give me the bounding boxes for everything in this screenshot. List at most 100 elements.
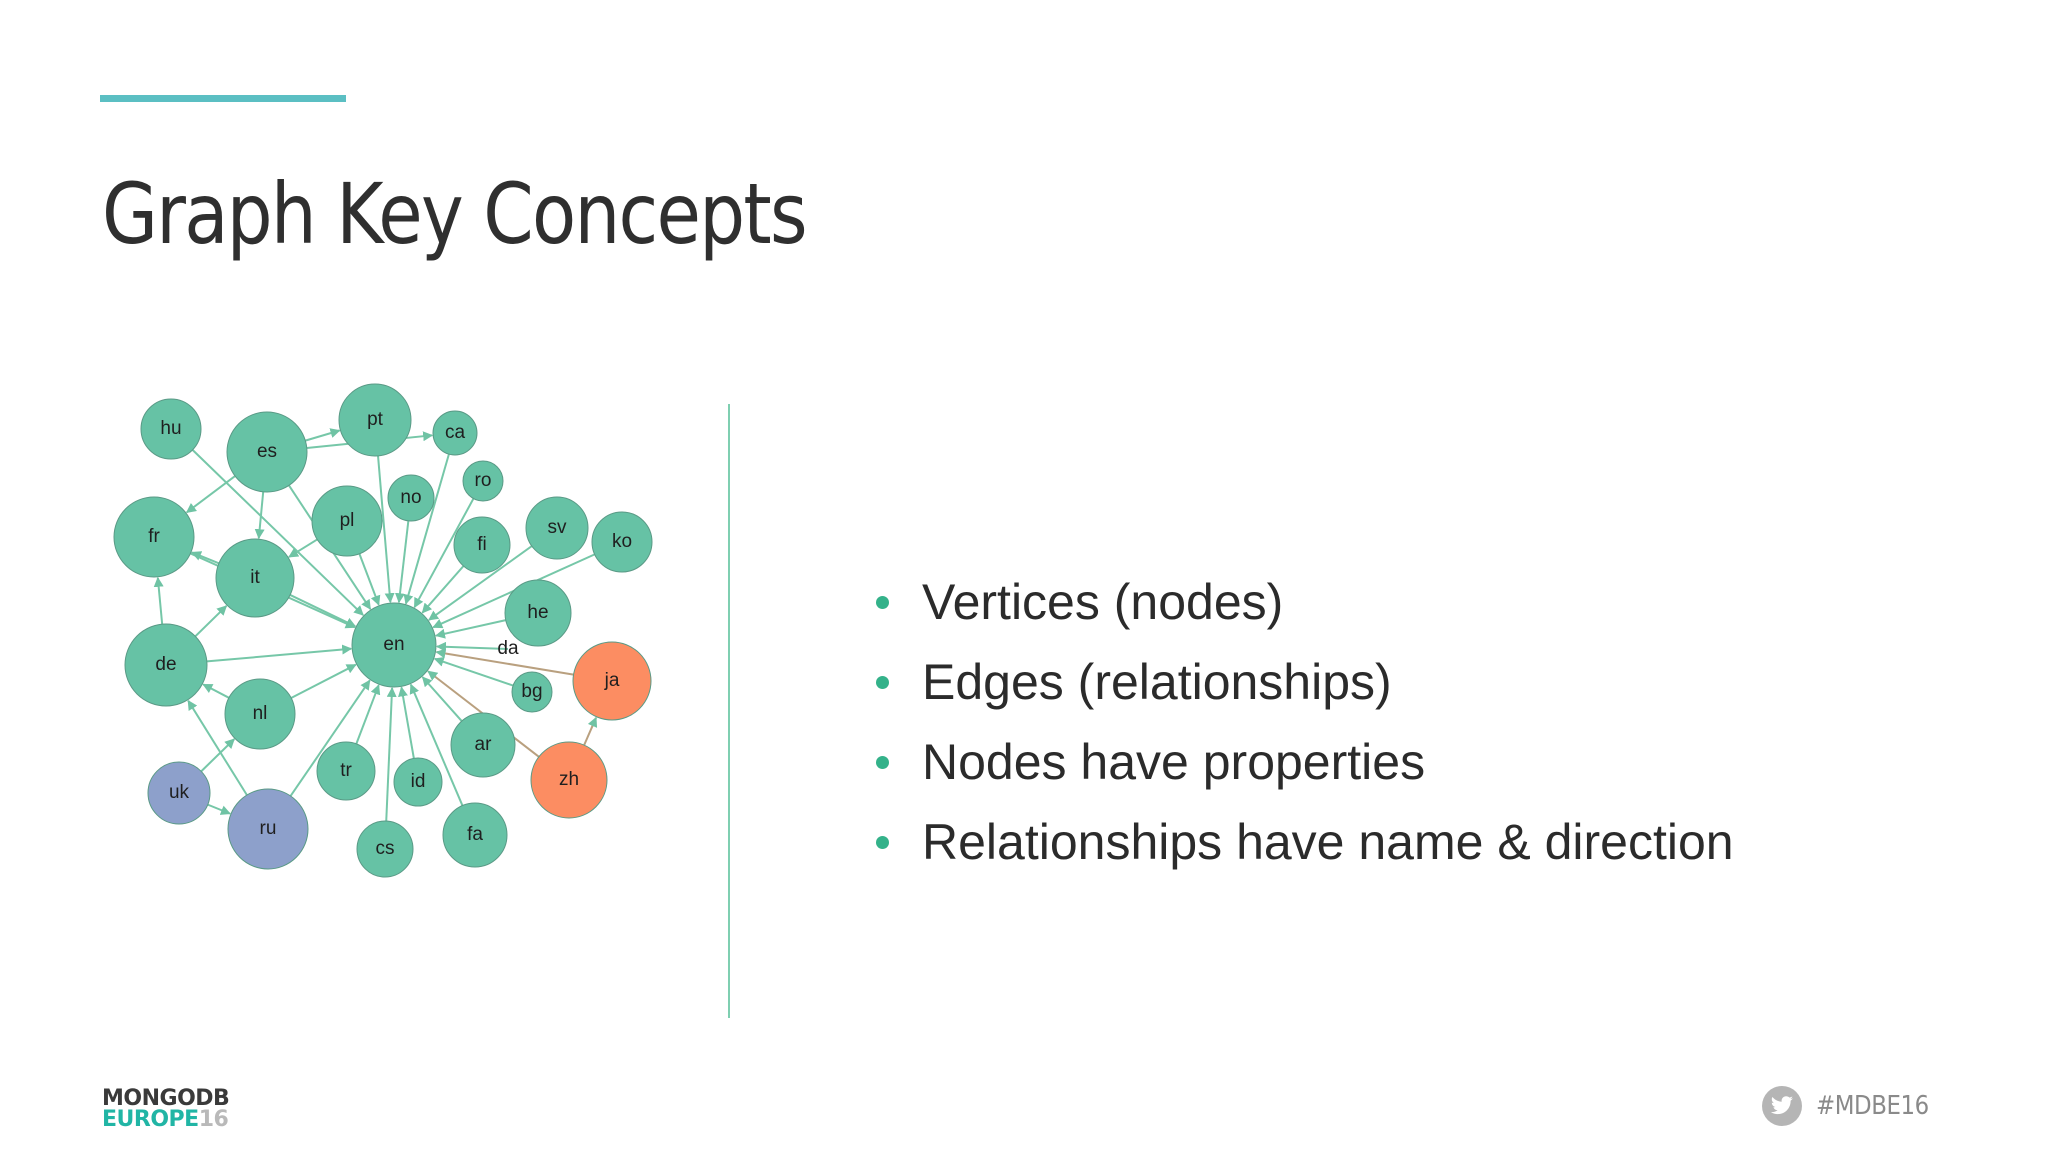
node-circle-es — [226, 411, 308, 493]
node-label-da: da — [497, 638, 519, 659]
node-circle-tr — [316, 741, 376, 801]
node-fi: fi — [453, 516, 511, 574]
edge-es-it — [254, 491, 265, 540]
bullet-item: Relationships have name & direction — [870, 802, 1734, 882]
node-circle-pt — [338, 383, 412, 457]
edge-pt-en — [377, 455, 395, 604]
logo-line-2: EUROPE16 — [102, 1107, 229, 1132]
node-circle-ca — [432, 410, 478, 456]
edge-fa-en — [409, 683, 464, 806]
node-circle-hu — [140, 398, 202, 460]
edge-bg-en — [433, 657, 514, 687]
node-label-no: no — [400, 487, 421, 508]
bullet-item: Edges (relationships) — [870, 642, 1734, 722]
node-circle-no — [387, 474, 435, 522]
bullet-dot-icon — [876, 676, 889, 689]
node-label-es: es — [257, 441, 277, 462]
node-circle-nl — [224, 678, 296, 750]
node-circle-fa — [442, 802, 508, 868]
edge-it-en — [289, 594, 357, 628]
edge-no-en — [395, 520, 410, 604]
edge-he-en — [434, 619, 507, 639]
node-ru: ru — [227, 788, 309, 870]
node-label-fa: fa — [467, 824, 483, 845]
node-id: id — [393, 757, 443, 807]
node-circle-fr — [113, 496, 195, 578]
node-da: da — [497, 638, 519, 659]
node-label-ko: ko — [612, 531, 632, 552]
node-label-de: de — [155, 654, 176, 675]
edge-nl-en — [290, 663, 357, 699]
edge-ar-en — [421, 676, 463, 722]
edge-hu-en — [191, 449, 364, 616]
mongodb-europe-logo: MONGODB EUROPE16 — [102, 1088, 230, 1132]
node-label-ro: ro — [475, 470, 492, 491]
node-fa: fa — [442, 802, 508, 868]
node-uk: uk — [147, 761, 211, 825]
node-label-cs: cs — [376, 838, 395, 859]
graph-edges — [153, 428, 598, 822]
node-en: en — [351, 602, 437, 688]
edge-es-fr — [185, 475, 236, 514]
edge-uk-ru — [207, 803, 231, 815]
node-circle-sv — [525, 496, 589, 560]
edge-ru-de — [187, 699, 248, 796]
title-accent-bar — [100, 95, 346, 102]
node-label-nl: nl — [253, 703, 268, 724]
node-circle-bg — [511, 671, 553, 713]
twitter-bird-icon[interactable] — [1761, 1086, 1802, 1126]
edge-de-fr — [153, 576, 164, 625]
node-ca: ca — [432, 410, 478, 456]
edge-fi-en — [421, 565, 465, 614]
node-label-sv: sv — [548, 517, 568, 538]
edge-cs-en — [385, 686, 397, 822]
node-zh: zh — [530, 741, 608, 819]
node-circle-cs — [356, 820, 414, 878]
edge-tr-en — [355, 684, 381, 745]
edge-de-it — [194, 605, 228, 638]
node-hu: hu — [140, 398, 202, 460]
edge-ja-en — [435, 648, 574, 676]
node-bg: bg — [511, 671, 553, 713]
node-label-pl: pl — [340, 510, 355, 531]
node-label-tr: tr — [340, 760, 352, 781]
node-label-zh: zh — [559, 769, 579, 790]
edge-uk-nl — [200, 738, 235, 773]
edge-da-en — [435, 641, 509, 652]
edge-pl-it — [288, 538, 318, 558]
node-circle-ro — [462, 460, 504, 502]
node-circle-he — [504, 579, 572, 647]
column-divider — [728, 404, 730, 1018]
bullet-dot-icon — [876, 596, 889, 609]
node-fr: fr — [113, 496, 195, 578]
edge-ro-en — [413, 498, 475, 609]
node-label-it: it — [250, 567, 260, 588]
bullet-dot-icon — [876, 756, 889, 769]
edge-pl-en — [358, 553, 381, 606]
node-label-pt: pt — [367, 409, 384, 430]
node-label-bg: bg — [521, 681, 542, 702]
node-no: no — [387, 474, 435, 522]
node-label-ja: ja — [604, 670, 620, 691]
node-circle-de — [124, 623, 208, 707]
bullet-item: Vertices (nodes) — [870, 562, 1734, 642]
node-he: he — [504, 579, 572, 647]
bullet-item: Nodes have properties — [870, 722, 1734, 802]
edge-it-fr — [191, 551, 220, 565]
node-label-fr: fr — [148, 526, 160, 547]
node-circle-uk — [147, 761, 211, 825]
node-it: it — [215, 538, 295, 618]
hashtag-label: #MDBE16 — [1815, 1091, 1929, 1121]
node-sv: sv — [525, 496, 589, 560]
node-label-fi: fi — [477, 534, 487, 555]
node-circle-ar — [450, 712, 516, 778]
node-nl: nl — [224, 678, 296, 750]
node-ar: ar — [450, 712, 516, 778]
edge-ru-en — [289, 679, 371, 797]
node-ro: ro — [462, 460, 504, 502]
node-pt: pt — [338, 383, 412, 457]
node-circle-ja — [572, 641, 652, 721]
bullet-dot-icon — [876, 836, 889, 849]
edge-ca-en — [403, 453, 450, 605]
